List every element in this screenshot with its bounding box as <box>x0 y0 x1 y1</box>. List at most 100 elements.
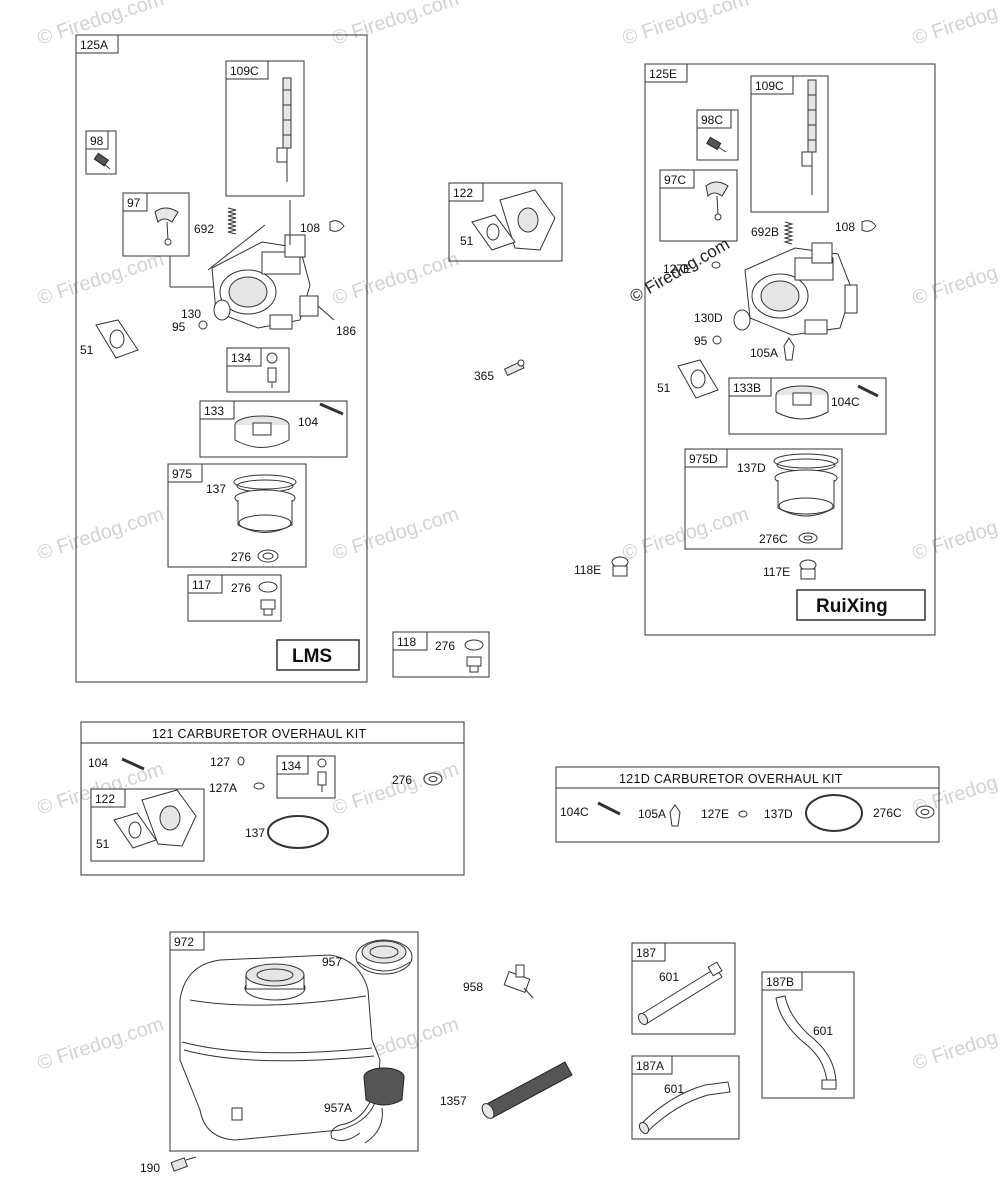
watermark: © Firedog.com <box>620 0 752 50</box>
group-tag-box <box>631 942 666 962</box>
label-190: 190 <box>140 1161 160 1175</box>
kit-title: 121D CARBURETOR OVERHAUL KIT <box>619 772 843 786</box>
bolt-190 <box>170 1156 197 1172</box>
label-365: 365 <box>474 369 494 383</box>
bowl-nut-117 <box>258 581 278 616</box>
label-51: 51 <box>460 234 474 248</box>
brand-box-lms <box>276 639 360 671</box>
label-95: 95 <box>694 334 708 348</box>
needle-105a <box>783 337 795 361</box>
label-104c: 104C <box>560 805 589 819</box>
subgroup-tag-box <box>750 75 794 95</box>
spacer-122 <box>499 189 556 251</box>
copyright-notice: © Firedog.com <box>627 234 733 306</box>
subgroup-tag-box <box>199 400 235 420</box>
throttle-lever-97c <box>705 181 729 221</box>
fuel-hose <box>638 1081 731 1135</box>
pin-104 <box>121 757 145 771</box>
subgroup-tag-box <box>696 109 732 129</box>
watermark: © Firedog.com <box>620 503 752 565</box>
gasket-51 <box>113 812 157 849</box>
label-104: 104 <box>298 415 318 429</box>
label-105a: 105A <box>750 346 778 360</box>
subgroup-tag-box <box>728 377 772 397</box>
screw-98 <box>93 152 111 170</box>
group-tag-118: 118 <box>397 635 416 649</box>
subgroup-tag-box <box>85 130 109 150</box>
subgroup-97 <box>122 192 190 257</box>
brand-ruixing: RuiXing <box>816 596 888 617</box>
group-187b: 187B 601 <box>761 971 855 1099</box>
group-frame <box>631 1055 740 1140</box>
group-tag-box <box>392 631 428 651</box>
label-104c: 104C <box>831 395 860 409</box>
group-tag-972: 972 <box>174 935 194 949</box>
group-tag-187b: 187B <box>766 975 794 989</box>
group-972: 972 957 957A <box>169 931 419 1152</box>
pin-104 <box>319 402 344 416</box>
group-tag-box <box>75 34 119 54</box>
watermark: © Firedog.com <box>910 248 1000 310</box>
float-133b <box>775 385 829 420</box>
label-692: 692 <box>194 222 214 236</box>
throttle-lever-97 <box>154 207 179 246</box>
label-137: 137 <box>245 826 265 840</box>
group-frame <box>75 34 368 683</box>
subgroup-tag-box <box>90 788 126 808</box>
choke-plate-130d <box>733 309 751 331</box>
choke-plate-130 <box>213 299 231 321</box>
subgroup-tag-975: 975 <box>172 467 192 481</box>
watermark: © Firedog.com <box>330 0 462 50</box>
fuel-hose <box>775 995 837 1090</box>
label-127: 127 <box>210 755 230 769</box>
washer-276 <box>423 772 443 786</box>
group-frame <box>392 631 490 678</box>
group-tag-122: 122 <box>453 186 473 200</box>
label-51: 51 <box>80 343 94 357</box>
group-tag-box <box>761 971 803 991</box>
label-51: 51 <box>657 381 671 395</box>
o-ring-137 <box>267 815 329 849</box>
washer-276 <box>257 549 279 563</box>
screw-95 <box>712 335 722 345</box>
fuel-pickup-109c <box>801 79 817 195</box>
subgroup-tag-box <box>225 60 269 80</box>
brand-lms: LMS <box>292 646 332 667</box>
subgroup-97c <box>659 169 738 242</box>
group-187a: 187A 601 <box>631 1055 740 1140</box>
label-601: 601 <box>664 1082 684 1096</box>
label-957: 957 <box>322 955 342 969</box>
needle-134 <box>266 352 278 388</box>
fuel-valve-958 <box>503 964 534 999</box>
group-tag-187: 187 <box>636 946 656 960</box>
subgroup-tag-134: 134 <box>231 351 251 365</box>
group-122: 122 51 <box>448 182 563 262</box>
label-130: 130 <box>181 307 201 321</box>
label-130d: 130D <box>694 311 723 325</box>
watermark: © Firedog.com <box>35 248 167 310</box>
watermark: © Firedog.com <box>35 1013 167 1075</box>
group-tag: 125A <box>80 38 108 52</box>
watermark: © Firedog.com <box>330 758 462 820</box>
group-125e: 125E 109C 98C 97C <box>644 63 936 636</box>
fuel-tank <box>179 954 381 1141</box>
subgroup-tag-117: 117 <box>192 578 211 592</box>
group-121d-kit: 121D CARBURETOR OVERHAUL KIT 104C 105A 1… <box>555 766 940 843</box>
label-127a: 127A <box>209 781 237 795</box>
subgroup-117 <box>187 574 282 622</box>
group-frame <box>555 766 940 843</box>
subgroup-tag-98: 98 <box>90 134 104 148</box>
label-186: 186 <box>336 324 356 338</box>
subgroup-975 <box>167 463 307 568</box>
subgroup-tag-box <box>659 169 695 189</box>
float-bowl-975 <box>233 474 297 533</box>
brand-box-ruixing <box>796 589 926 621</box>
screw-95 <box>198 320 208 330</box>
group-tag-box <box>631 1055 673 1075</box>
group-tag-187a: 187A <box>636 1059 664 1073</box>
subgroup-109c <box>225 60 305 197</box>
spacer-122 <box>141 789 197 847</box>
label-127e: 127E <box>663 262 691 276</box>
bowl-nut-118 <box>464 639 484 673</box>
